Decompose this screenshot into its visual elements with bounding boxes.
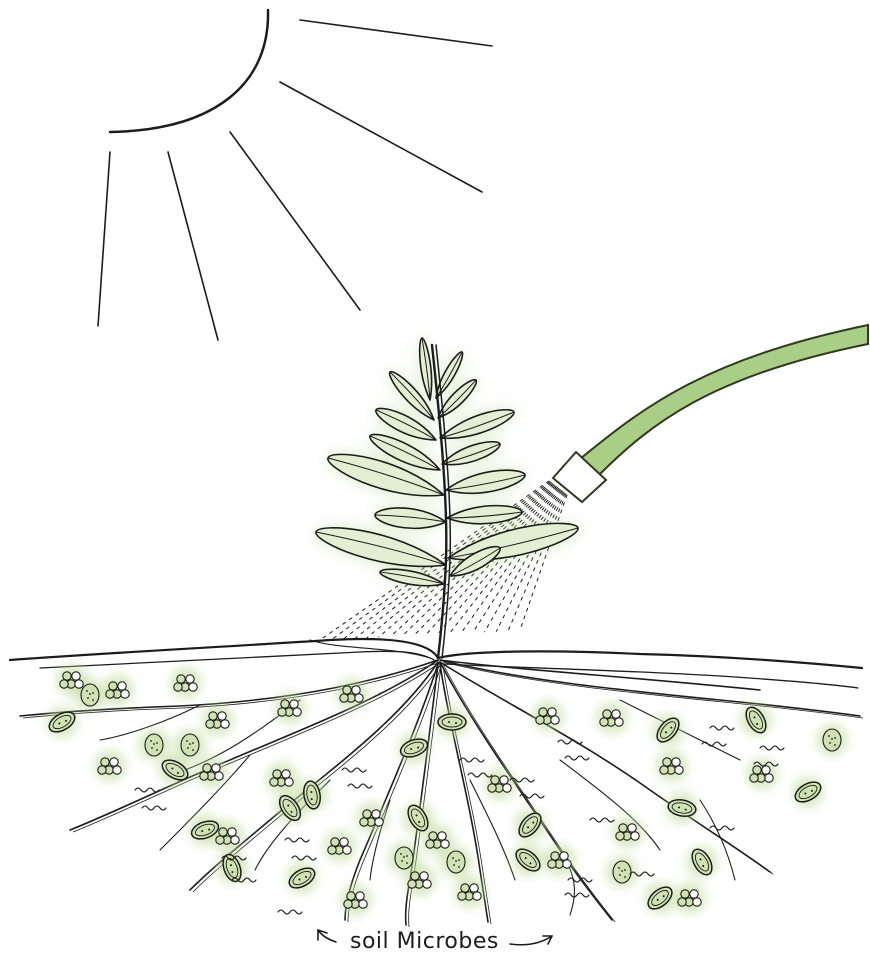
microbe-squiggle bbox=[278, 910, 302, 914]
microbe-squiggle bbox=[460, 758, 484, 762]
sun-icon bbox=[98, 10, 492, 340]
sun-ray bbox=[300, 20, 492, 46]
sun-ray bbox=[98, 152, 110, 326]
root bbox=[440, 660, 860, 716]
microbe-icon bbox=[395, 847, 413, 869]
hose-icon bbox=[553, 325, 868, 502]
microbe-icon bbox=[81, 684, 99, 706]
microbe-icon bbox=[181, 734, 199, 756]
microbe-squiggle bbox=[702, 742, 726, 746]
caption-label: soil Microbes bbox=[350, 929, 499, 954]
caption-group: soil Microbes bbox=[318, 929, 552, 954]
microbe-icon bbox=[145, 734, 163, 756]
sun-ray bbox=[168, 152, 218, 340]
microbe-icon bbox=[46, 672, 841, 914]
plant-icon bbox=[316, 338, 578, 658]
sun-ray bbox=[280, 82, 482, 192]
microbe-squiggle bbox=[710, 726, 734, 730]
microbe-icon bbox=[823, 729, 841, 751]
plant-roots bbox=[20, 660, 863, 927]
sun-ray bbox=[230, 132, 360, 310]
leaf bbox=[446, 470, 525, 493]
microbe-squiggle bbox=[292, 856, 316, 860]
microbe-squiggle bbox=[342, 768, 366, 772]
leaf bbox=[440, 410, 514, 439]
root bbox=[440, 662, 770, 872]
microbe-icon bbox=[447, 851, 465, 873]
microbe-squiggle bbox=[710, 826, 734, 830]
microbe-squiggle bbox=[135, 788, 159, 792]
leaf bbox=[447, 506, 522, 524]
microbe-squiggle bbox=[565, 756, 589, 760]
microbe-squiggle bbox=[565, 893, 589, 897]
microbe-squiggle bbox=[760, 746, 784, 750]
arrow-icon bbox=[510, 936, 552, 945]
leaf bbox=[420, 338, 432, 400]
microbe-icon bbox=[438, 714, 466, 730]
root bbox=[560, 760, 660, 850]
microbe-icon bbox=[613, 861, 631, 883]
microbe-squiggle bbox=[285, 838, 309, 842]
microbe-squiggle bbox=[558, 740, 582, 744]
arrow-icon bbox=[318, 930, 336, 942]
microbe-squiggle bbox=[142, 806, 166, 810]
leaf bbox=[375, 508, 446, 528]
microbe-squiggle bbox=[348, 784, 372, 788]
microbe-squiggle bbox=[590, 818, 614, 822]
